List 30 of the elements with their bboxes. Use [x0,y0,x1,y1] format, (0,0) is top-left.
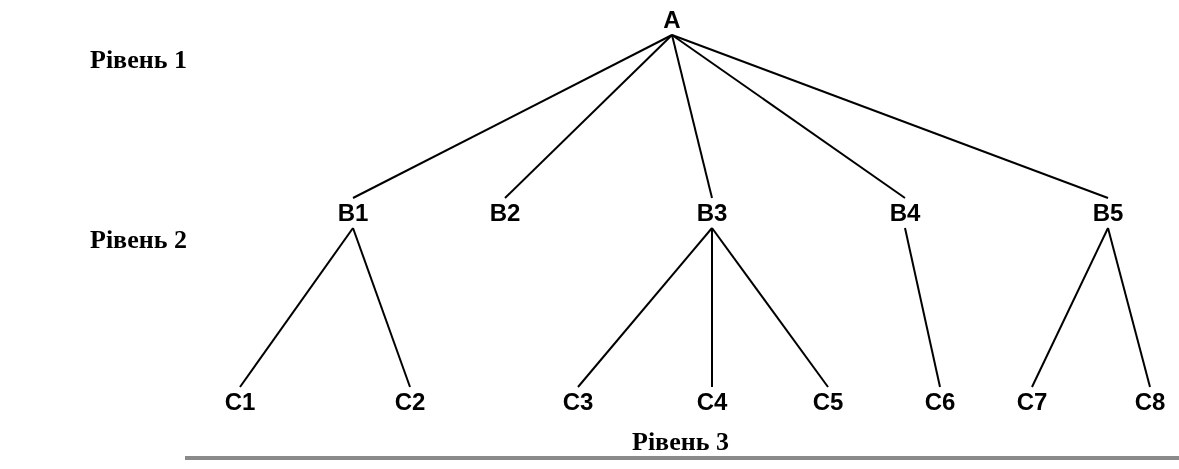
connector-line [352,34,673,199]
node-label: B4 [881,198,929,228]
node-label: C8 [1126,387,1174,417]
node-label: B5 [1084,198,1132,228]
node-label: C2 [386,387,434,417]
connector-line [1107,227,1151,388]
node-label: C5 [804,387,852,417]
node-label: B2 [481,198,529,228]
node-label: C4 [688,387,736,417]
node-label: C7 [1008,387,1056,417]
connector-line [504,34,673,199]
connector-line [577,227,713,388]
node-label: C3 [554,387,602,417]
level-label: Рівень 1 [90,47,187,73]
connector-line [671,34,713,199]
connector-line [239,227,354,388]
connector-line [352,227,411,388]
node-label: C1 [216,387,264,417]
node-label: B3 [688,198,736,228]
connector-line [671,34,1109,199]
node-label: B1 [329,198,377,228]
node-label: C6 [916,387,964,417]
connector-line [711,227,713,388]
level-label: Рівень 2 [90,227,187,253]
connector-line [1031,227,1109,388]
connector-line [711,227,829,388]
level-label: Рівень 3 [632,429,729,455]
connector-line [904,227,941,388]
connector-line [671,34,906,199]
node-label: A [648,5,696,35]
